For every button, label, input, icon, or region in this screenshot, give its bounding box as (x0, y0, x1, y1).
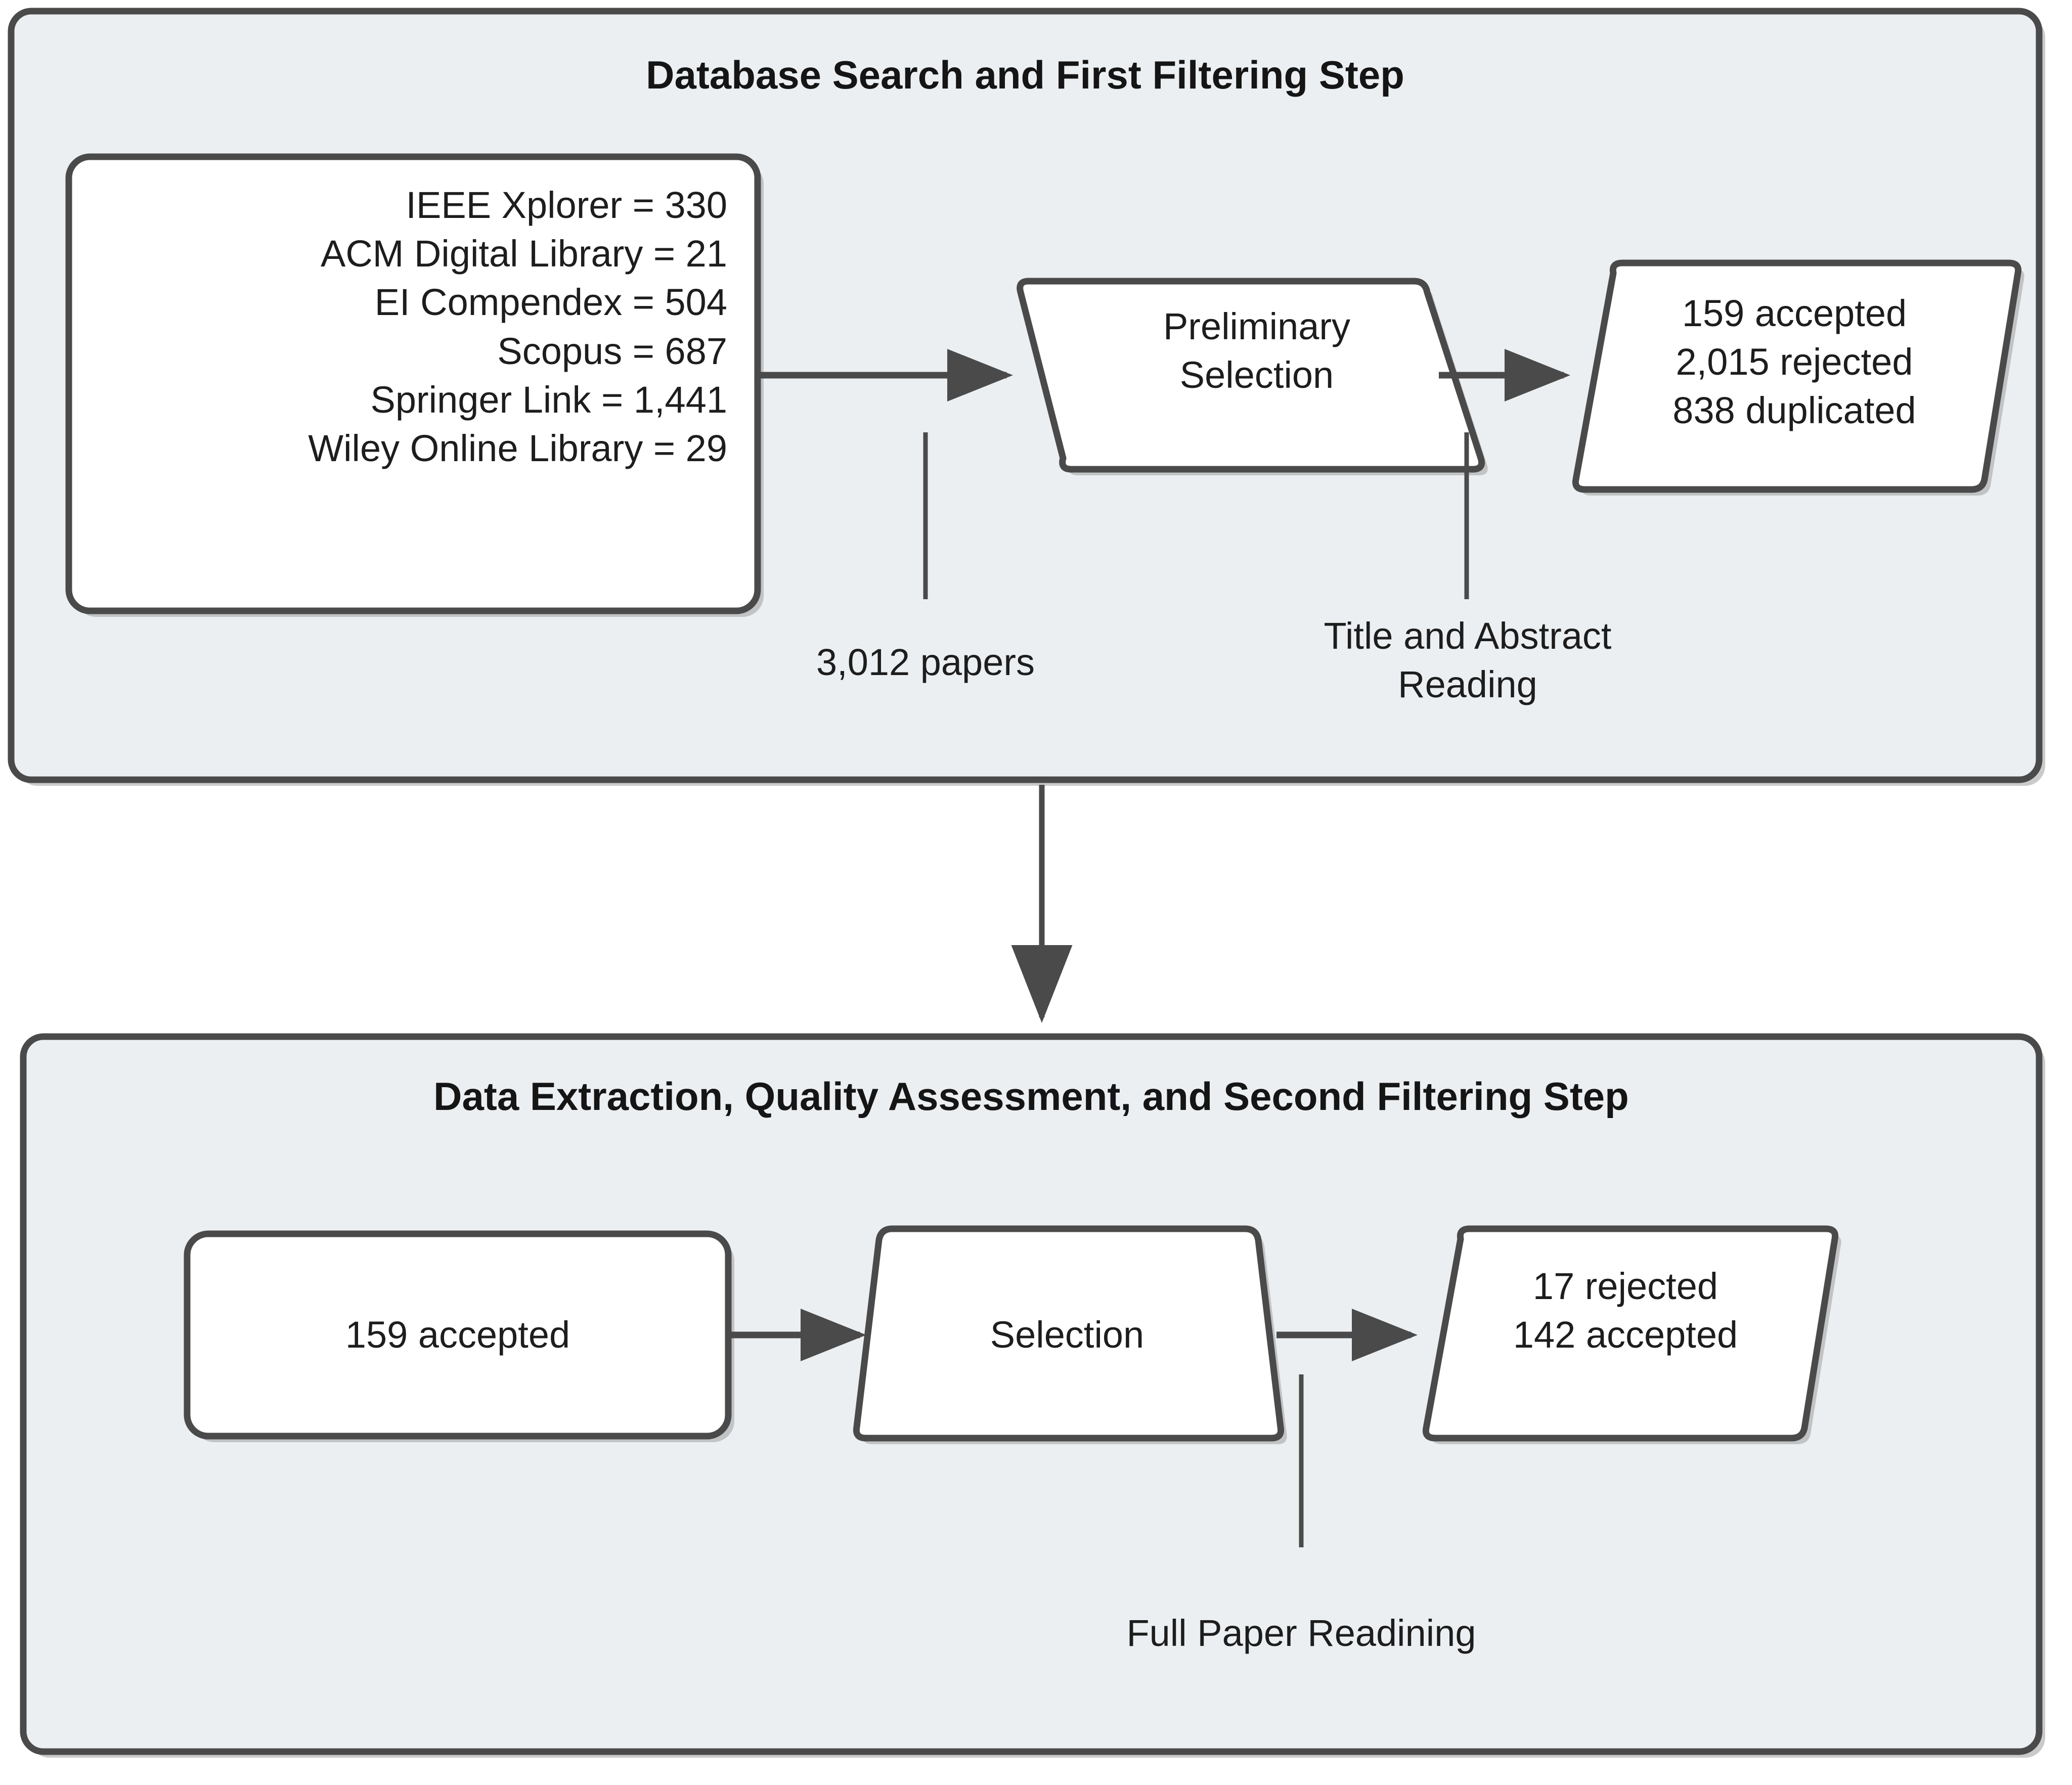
node-accepted-159 (184, 1230, 734, 1442)
node-second-results (1422, 1225, 1841, 1444)
node-preliminary-selection-box (1017, 278, 1485, 473)
node-selection-box (853, 1225, 1285, 1442)
node-preliminary-selection (1017, 278, 1488, 475)
node-databases (65, 153, 764, 617)
node-databases-box (65, 153, 761, 614)
node-second-results-box (1422, 1225, 1839, 1442)
node-selection (853, 1225, 1287, 1444)
node-accepted-159-box (184, 1230, 732, 1440)
node-first-results (1572, 259, 2024, 496)
node-first-results-box (1572, 259, 2022, 493)
